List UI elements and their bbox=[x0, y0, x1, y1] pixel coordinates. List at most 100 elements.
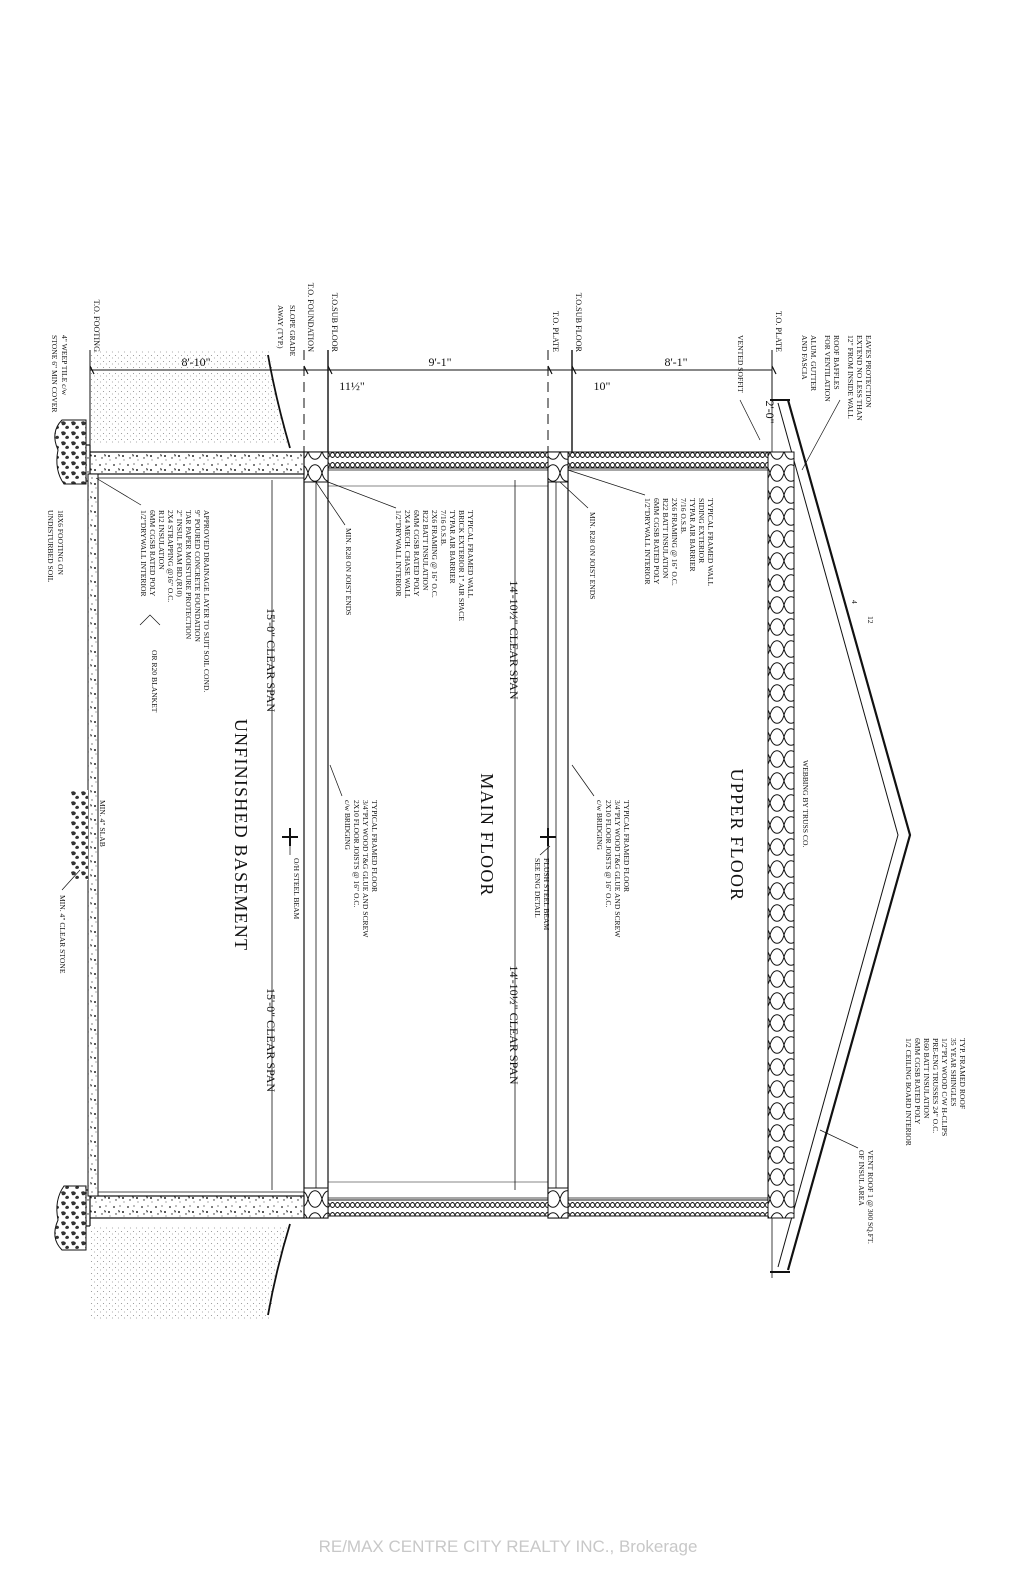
main-wall-note: TYPICAL FRAMED WALL BRICK EXTERIOR 1" AI… bbox=[344, 510, 475, 621]
svg-text:AND FASCIA: AND FASCIA bbox=[800, 335, 809, 380]
dim-base-span-right: 15'-0" CLEAR SPAN bbox=[264, 988, 278, 1092]
svg-text:2X10 FLOOR JOISTS @ 16" O.C.: 2X10 FLOOR JOISTS @ 16" O.C. bbox=[604, 800, 613, 907]
dim-main-span-left: 14'-10½" CLEAR SPAN bbox=[507, 581, 521, 700]
svg-text:12" FROM INSIDE WALL: 12" FROM INSIDE WALL bbox=[846, 335, 855, 419]
svg-text:6MM CGSB RATED POLY: 6MM CGSB RATED POLY bbox=[148, 510, 157, 597]
oh-steel-beam bbox=[282, 828, 298, 846]
roof-note: TYP. FRAMED ROOF 35 YEAR SHINGLES 1/2"PL… bbox=[857, 1038, 967, 1244]
svg-text:MIN. 4" CLEAR STONE: MIN. 4" CLEAR STONE bbox=[58, 895, 67, 974]
svg-text:6MM CGSB RATED POLY: 6MM CGSB RATED POLY bbox=[652, 498, 661, 585]
flush-steel-beam bbox=[540, 828, 556, 846]
svg-text:9" POURED CONCRETE FOUNDATION: 9" POURED CONCRETE FOUNDATION bbox=[193, 510, 202, 643]
dim-main-span-right: 14'-10½" CLEAR SPAN bbox=[507, 966, 521, 1085]
svg-text:2X6 FRAMING @ 16" O.C.: 2X6 FRAMING @ 16" O.C. bbox=[670, 498, 679, 586]
svg-text:EAVES PROTECTION: EAVES PROTECTION bbox=[864, 335, 873, 408]
roof-outline bbox=[786, 399, 912, 1271]
foundation-note: APPROVED DRAINAGE LAYER TO SUIT SOIL CON… bbox=[139, 510, 211, 713]
main-wall-left bbox=[327, 451, 549, 469]
roof-sheathing bbox=[777, 402, 899, 1268]
svg-text:MIN. R28 ON JOIST ENDS: MIN. R28 ON JOIST ENDS bbox=[588, 512, 597, 599]
svg-text:TYPAR AIR BARRIER: TYPAR AIR BARRIER bbox=[448, 510, 457, 584]
svg-text:SLOPE GRADE: SLOPE GRADE bbox=[288, 305, 297, 357]
room-label-upper: UPPER FLOOR bbox=[727, 769, 747, 902]
level-subfloor-upper: T.O.SUB FLOOR bbox=[574, 293, 583, 353]
svg-text:OR R20 BLANKET: OR R20 BLANKET bbox=[150, 650, 159, 713]
svg-text:1/2"DRYWALL INTERIOR: 1/2"DRYWALL INTERIOR bbox=[394, 510, 403, 597]
svg-text:EXTEND NO LESS THAN: EXTEND NO LESS THAN bbox=[855, 335, 864, 421]
svg-text:O/H STEEL BEAM: O/H STEEL BEAM bbox=[292, 858, 301, 920]
svg-text:4" WEEP TILE c/w: 4" WEEP TILE c/w bbox=[60, 335, 69, 396]
svg-text:TYPICAL FRAMED FLOOR: TYPICAL FRAMED FLOOR bbox=[622, 800, 631, 893]
svg-text:STONE 6" MIN COVER: STONE 6" MIN COVER bbox=[50, 335, 59, 413]
svg-text:SEE ENG DETAIL: SEE ENG DETAIL bbox=[533, 858, 542, 918]
svg-text:3/4"PLY WOOD T&G GLUE AND SCRE: 3/4"PLY WOOD T&G GLUE AND SCREW bbox=[613, 800, 622, 938]
svg-text:OF INSUL AREA: OF INSUL AREA bbox=[857, 1150, 866, 1206]
svg-text:2X6 FRAMING @ 16" O.C.: 2X6 FRAMING @ 16" O.C. bbox=[430, 510, 439, 598]
svg-text:1/2"DRYWALL INTERIOR: 1/2"DRYWALL INTERIOR bbox=[139, 510, 148, 597]
svg-text:2X4 STRAPPING @16" O.C.: 2X4 STRAPPING @16" O.C. bbox=[166, 510, 175, 602]
basement-slab bbox=[87, 473, 99, 1197]
svg-text:MIN. R28 ON JOIST ENDS: MIN. R28 ON JOIST ENDS bbox=[344, 528, 353, 615]
svg-text:7/16 O.S.B.: 7/16 O.S.B. bbox=[679, 498, 688, 534]
room-label-main: MAIN FLOOR bbox=[477, 773, 497, 897]
svg-text:TYPAR AIR BARRIER: TYPAR AIR BARRIER bbox=[688, 498, 697, 572]
brokerage-watermark: RE/MAX CENTRE CITY REALTY INC., Brokerag… bbox=[319, 1537, 698, 1556]
svg-text:c/w BRIDGING: c/w BRIDGING bbox=[595, 800, 604, 851]
level-subfloor-main: T.O.SUB FLOOR bbox=[330, 293, 339, 353]
svg-text:TYPICAL FRAMED FLOOR: TYPICAL FRAMED FLOOR bbox=[370, 800, 379, 893]
room-label-basement: UNFINISHED BASEMENT bbox=[231, 719, 251, 951]
annotations: UPPER FLOOR MAIN FLOOR UNFINISHED BASEME… bbox=[46, 283, 967, 1244]
svg-text:6MM CGSB RATED POLY: 6MM CGSB RATED POLY bbox=[913, 1038, 922, 1125]
upper-wall-right bbox=[567, 1199, 769, 1217]
svg-text:AWAY (TYP.): AWAY (TYP.) bbox=[276, 305, 285, 349]
svg-text:6MM CGSB RATED POLY: 6MM CGSB RATED POLY bbox=[412, 510, 421, 597]
leader-lines bbox=[61, 399, 859, 1149]
foundation-wall-right bbox=[87, 1195, 305, 1219]
svg-text:R22 BATT INSULATION: R22 BATT INSULATION bbox=[661, 498, 670, 579]
svg-text:ROOF BAFFLES: ROOF BAFFLES bbox=[832, 335, 841, 390]
svg-text:2X4 MECH. CHASE WALL: 2X4 MECH. CHASE WALL bbox=[403, 510, 412, 599]
level-footing: T.O. FOOTING bbox=[92, 300, 101, 352]
upper-wall-note: TYPICAL FRAMED WALL SIDING EXTERIOR TYPA… bbox=[588, 498, 715, 599]
level-foundation: T.O. FOUNDATION bbox=[306, 283, 315, 352]
svg-text:ALUM. GUTTER: ALUM. GUTTER bbox=[809, 335, 818, 392]
svg-text:MIN. 4" SLAB: MIN. 4" SLAB bbox=[98, 800, 107, 847]
svg-text:TAR PAPER MOISTURE PROTECTION: TAR PAPER MOISTURE PROTECTION bbox=[184, 510, 193, 640]
svg-text:TYPICAL FRAMED WALL: TYPICAL FRAMED WALL bbox=[466, 510, 475, 599]
svg-text:35 YEAR SHINGLES: 35 YEAR SHINGLES bbox=[949, 1038, 958, 1107]
section-geometry bbox=[54, 350, 912, 1320]
svg-text:TYP. FRAMED ROOF: TYP. FRAMED ROOF bbox=[958, 1038, 967, 1109]
svg-text:VENTED SOFFIT: VENTED SOFFIT bbox=[736, 335, 745, 393]
pitch-rise: 4 bbox=[850, 600, 859, 604]
svg-text:7/16 O.S.B.: 7/16 O.S.B. bbox=[439, 510, 448, 546]
level-lines bbox=[89, 350, 777, 1190]
svg-text:R12 INSULATION: R12 INSULATION bbox=[157, 510, 166, 570]
attic-insulation bbox=[767, 451, 795, 1219]
svg-text:TYPICAL FRAMED WALL: TYPICAL FRAMED WALL bbox=[706, 498, 715, 587]
earth-left bbox=[90, 350, 290, 445]
svg-text:FLUSH STEEL BEAM: FLUSH STEEL BEAM bbox=[542, 858, 551, 931]
main-wall-right bbox=[327, 1199, 549, 1217]
upper-floor-joists bbox=[547, 451, 569, 1219]
level-plate-main: T.O. PLATE bbox=[551, 311, 560, 352]
svg-text:APPROVED DRAINAGE LAYER TO SUI: APPROVED DRAINAGE LAYER TO SUIT SOIL CON… bbox=[202, 510, 211, 692]
svg-text:1/2 CEILING BOARD INTERIOR: 1/2 CEILING BOARD INTERIOR bbox=[904, 1038, 913, 1147]
earth-right bbox=[90, 1226, 290, 1320]
svg-text:1/2"PLY WOOD C/W H-CLIPS: 1/2"PLY WOOD C/W H-CLIPS bbox=[940, 1038, 949, 1136]
svg-text:BRICK EXTERIOR 1" AIR SPACE: BRICK EXTERIOR 1" AIR SPACE bbox=[457, 510, 466, 621]
svg-text:1/2"DRYWALL INTERIOR: 1/2"DRYWALL INTERIOR bbox=[643, 498, 652, 585]
dim-upper-height: 8'-1" bbox=[664, 355, 687, 369]
svg-text:SIDING EXTERIOR: SIDING EXTERIOR bbox=[697, 498, 706, 564]
svg-text:2X10 FLOOR JOISTS @ 16" O.C.: 2X10 FLOOR JOISTS @ 16" O.C. bbox=[352, 800, 361, 907]
dim-main-height: 9'-1" bbox=[428, 355, 451, 369]
dim-overhang: 2'-0" bbox=[763, 400, 777, 423]
grade-notes: SLOPE GRADE AWAY (TYP.) 4" WEEP TILE c/w… bbox=[46, 305, 297, 583]
svg-text:2" INSUL FOAM BD.(R10): 2" INSUL FOAM BD.(R10) bbox=[175, 510, 184, 597]
eaves-note: EAVES PROTECTION EXTEND NO LESS THAN 12"… bbox=[736, 335, 873, 421]
svg-text:FOR VENTILATION: FOR VENTILATION bbox=[823, 335, 832, 402]
dim-joist-upper: 10" bbox=[594, 379, 611, 393]
svg-text:PRE-ENG TRUSSES 24" O.C.: PRE-ENG TRUSSES 24" O.C. bbox=[931, 1038, 940, 1133]
svg-text:UNDISTURBED SOIL: UNDISTURBED SOIL bbox=[46, 510, 55, 583]
svg-text:WEBBING BY TRUSS CO.: WEBBING BY TRUSS CO. bbox=[801, 760, 810, 847]
